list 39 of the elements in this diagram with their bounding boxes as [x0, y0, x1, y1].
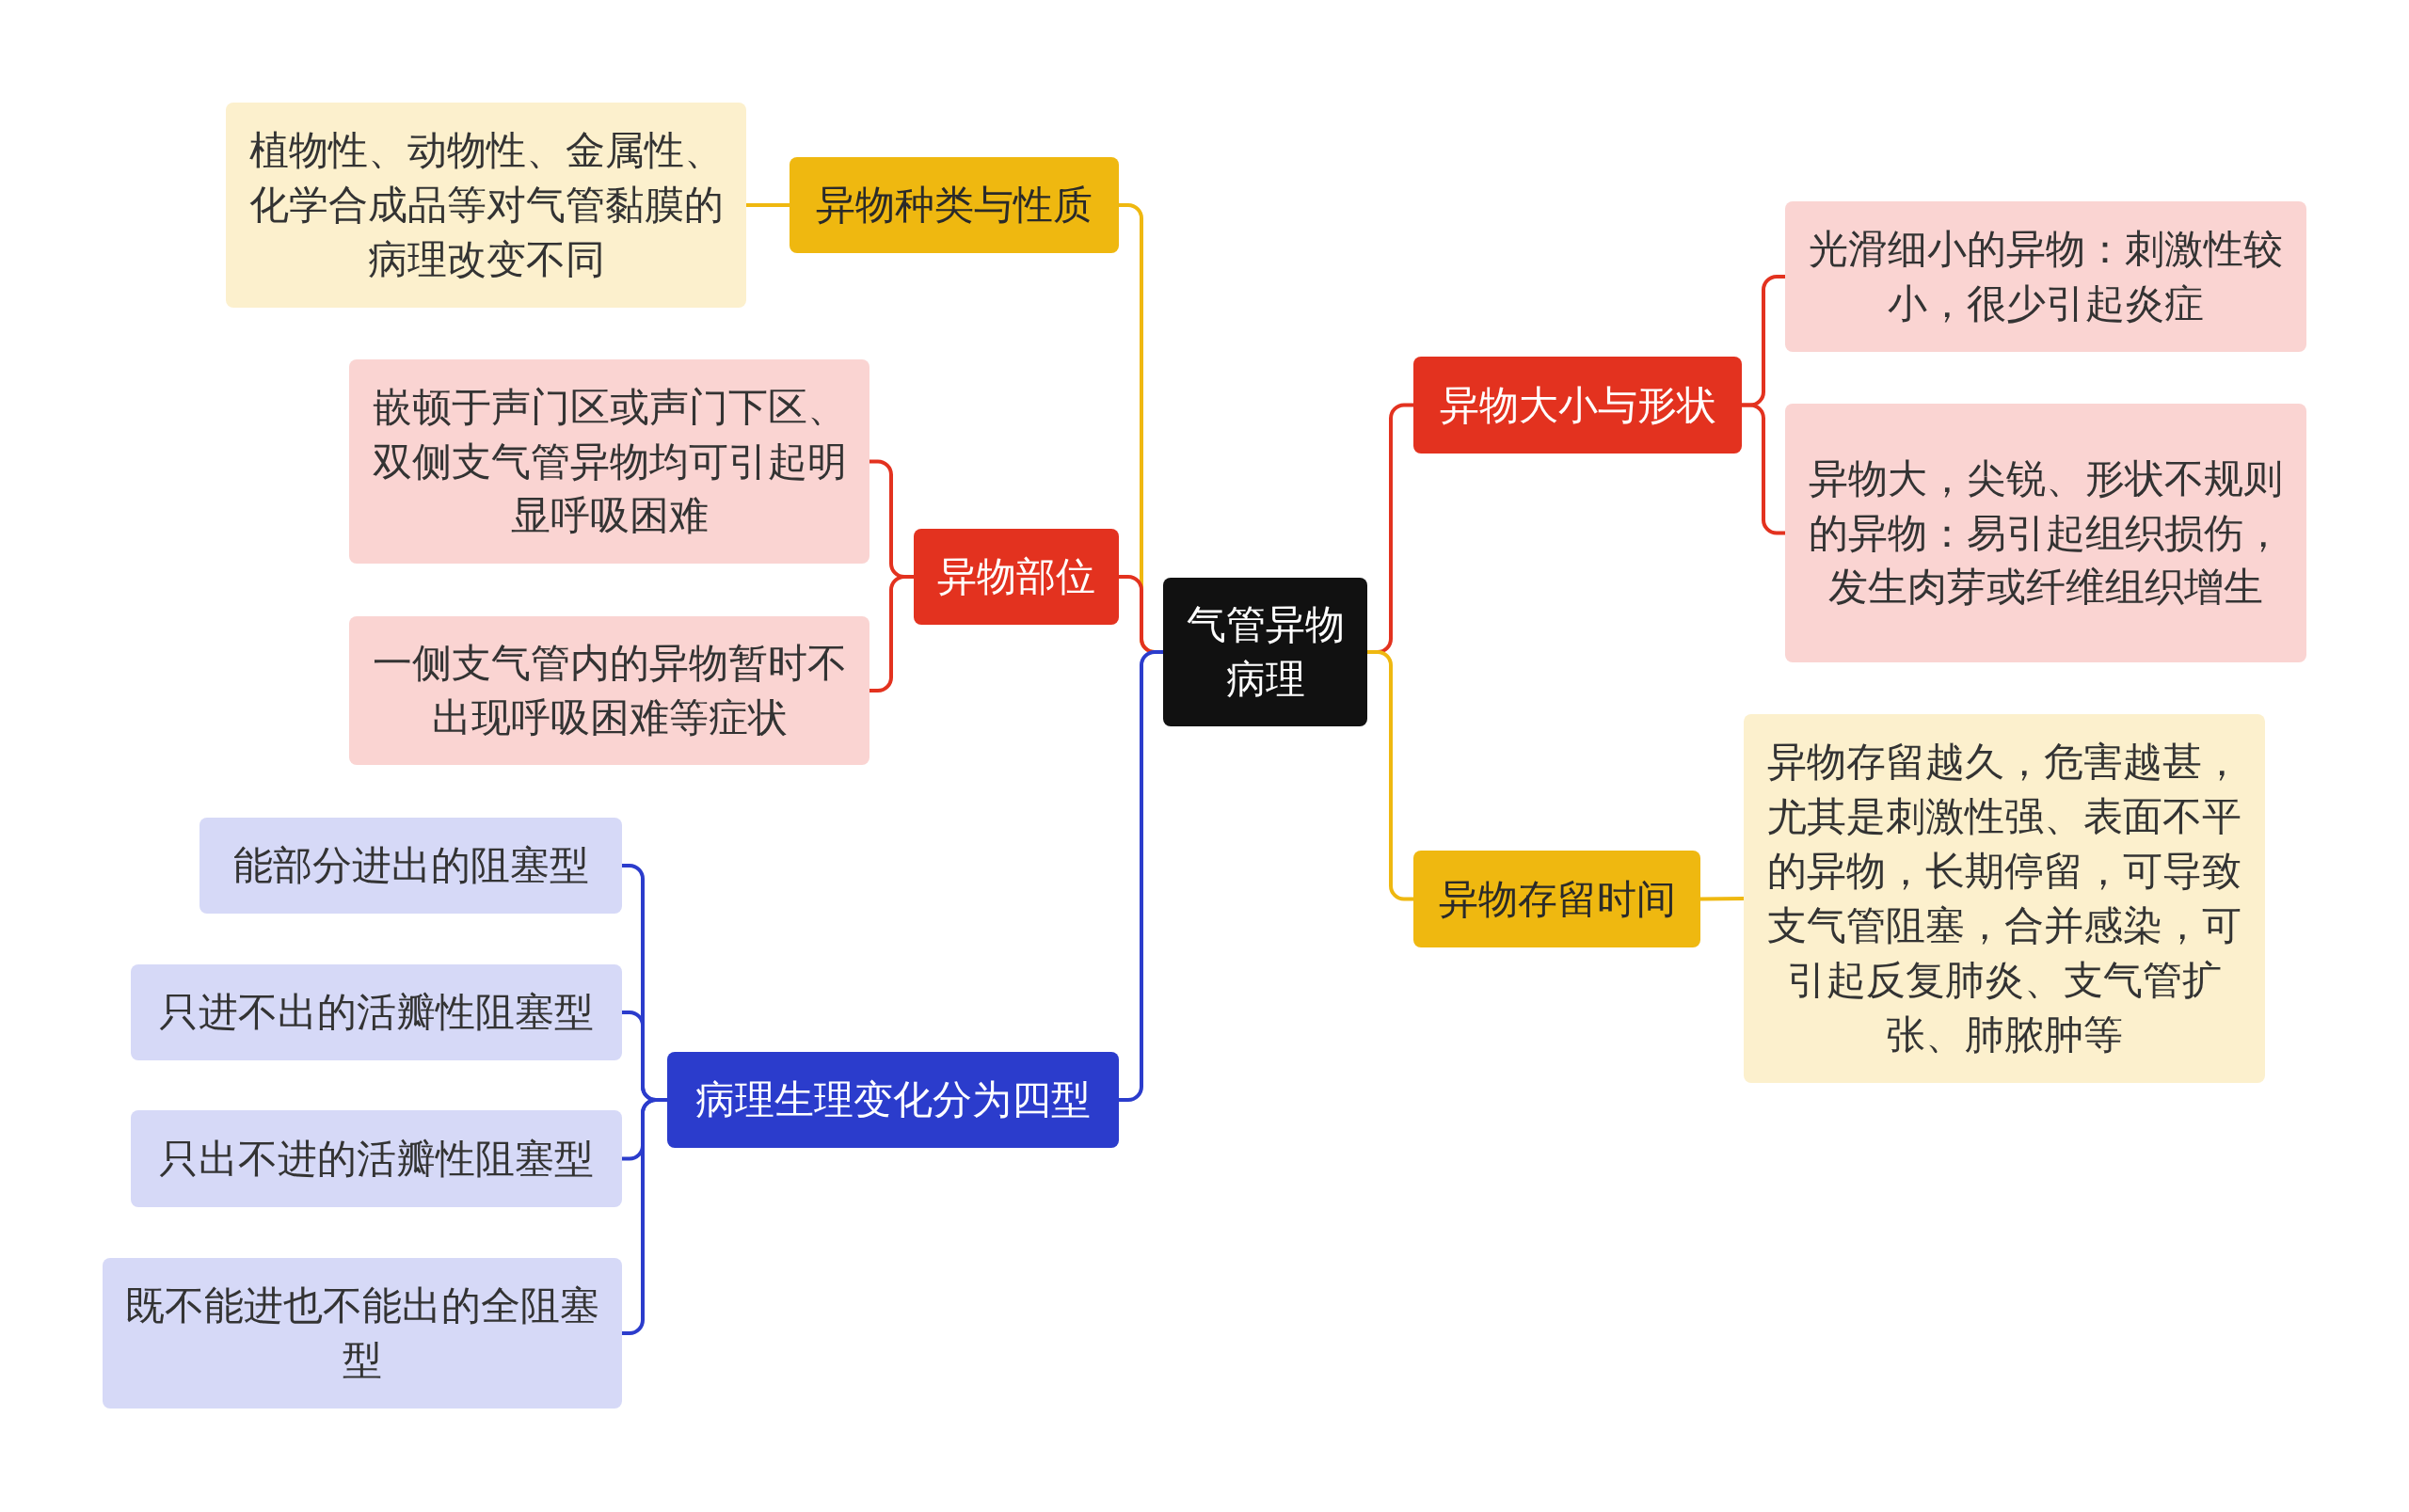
connector-line: [1119, 650, 1163, 1102]
detail-box: [1744, 714, 2265, 1083]
topic-text: 只进不出的活瓣性阻塞型: [159, 988, 594, 1037]
topic-text: 气管异物病理: [1185, 600, 1346, 704]
topic-text: 异物大，尖锐、形状不规则的异物：易引起组织损伤，发生肉芽或纤维组织增生: [1808, 454, 2284, 613]
detail-box: [349, 359, 869, 564]
connector-line: [1699, 897, 1745, 901]
branch-topic-box: [914, 529, 1119, 625]
detail-box: [1785, 404, 2306, 662]
topic-text: 植物性、动物性、金属性、化学合成品等对气管黏膜的病理改变不同: [247, 126, 725, 284]
connector-line: [746, 203, 790, 207]
detail-box: [226, 103, 746, 308]
topic-text: 能部分进出的阻塞型: [232, 841, 589, 890]
topic-text: 异物存留越久，危害越甚，尤其是刺激性强、表面不平的异物，长期停留，可导致支气管阻塞，合并感染，可引起反复肺炎、支气管扩张、肺脓肿等: [1766, 738, 2242, 1059]
topic-text: 异物种类与性质: [816, 181, 1093, 230]
detail-box: [131, 1110, 622, 1207]
detail-box: [131, 964, 622, 1060]
branch-topic-box: [667, 1052, 1119, 1148]
topic-text: 病理生理变化分为四型: [695, 1075, 1091, 1124]
topic-text: 异物部位: [937, 552, 1095, 601]
topic-text: 光滑细小的异物：刺激性较小，很少引起炎症: [1808, 225, 2284, 328]
topic-text: 异物大小与形状: [1439, 380, 1716, 430]
topic-text: 异物存留时间: [1438, 874, 1676, 924]
branch-topic-box: [1413, 357, 1742, 454]
topic-text: 一侧支气管内的异物暂时不出现呼吸困难等症状: [371, 639, 848, 742]
detail-box: [349, 616, 869, 765]
branch-topic-box: [1413, 851, 1700, 947]
topic-text: 嵌顿于声门区或声门下区、双侧支气管异物均可引起明显呼吸困难: [371, 382, 848, 541]
connector-line: [622, 1098, 667, 1335]
branch-topic-box: [790, 157, 1119, 253]
connector-line: [1742, 403, 1785, 535]
connector-line: [1367, 650, 1413, 901]
topic-text: 既不能进也不能出的全阻塞型: [124, 1281, 600, 1385]
topic-text: 只出不进的活瓣性阻塞型: [159, 1134, 594, 1184]
connector-line: [869, 575, 914, 692]
central-topic-box: [1163, 578, 1367, 726]
detail-box: [199, 818, 622, 914]
detail-box: [103, 1258, 622, 1409]
detail-box: [1785, 201, 2306, 352]
